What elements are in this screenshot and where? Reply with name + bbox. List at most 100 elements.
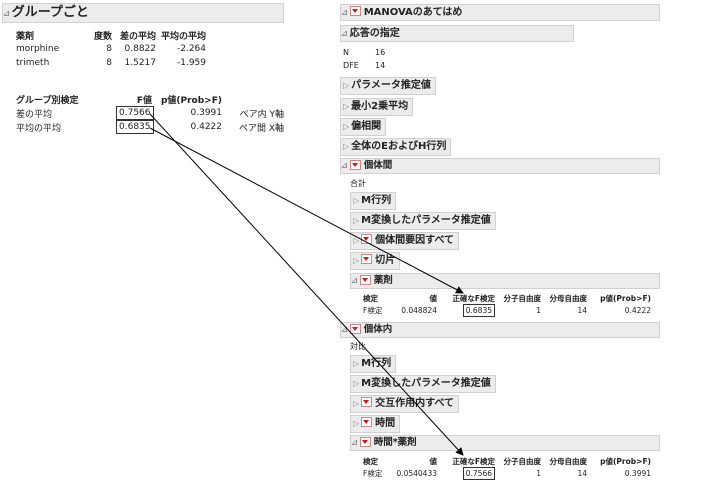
disclosure-icon[interactable]: ⊿: [351, 438, 358, 447]
col-header: 分母自由度: [549, 293, 588, 303]
col-header: グループ別検定: [16, 95, 79, 106]
collapsed-icon[interactable]: ▷: [343, 81, 350, 90]
collapsed-icon[interactable]: ▷: [353, 359, 360, 368]
red-triangle-menu-icon[interactable]: [361, 254, 373, 264]
manova-title: MANOVAのあてはめ: [363, 7, 463, 18]
cell: F検定: [363, 306, 383, 315]
within-subjects-header[interactable]: ⊿個体内: [340, 322, 660, 338]
red-triangle-menu-icon[interactable]: [361, 417, 373, 427]
section-partial-corr[interactable]: ▷偏相関: [340, 118, 387, 136]
n-value: 16: [375, 48, 386, 57]
cell: 0.0540433: [396, 469, 437, 478]
manova-header[interactable]: ⊿ MANOVAのあてはめ: [340, 4, 660, 21]
collapsed-icon[interactable]: ▷: [353, 216, 360, 225]
disclosure-icon[interactable]: ⊿: [351, 276, 358, 285]
between-m-matrix[interactable]: ▷M行列: [350, 192, 397, 210]
cell: -1.959: [176, 58, 206, 68]
cell: morphine: [16, 44, 60, 54]
red-triangle-menu-icon[interactable]: [361, 234, 373, 244]
within-m-matrix[interactable]: ▷M行列: [350, 355, 397, 373]
time-drug-test-table: 検定 値 正確なF検定 分子自由度 分母自由度 p値(Prob>F) F検定 0…: [363, 455, 651, 480]
table-row: F検定 0.048824 0.6835 1 14 0.4222: [363, 304, 651, 317]
time-drug-title: 時間*薬剤: [373, 437, 417, 448]
section-label: M変換したパラメータ推定値: [361, 215, 491, 226]
cell: ペア間 X軸: [238, 123, 284, 134]
section-param-estimates[interactable]: ▷パラメータ推定値: [340, 77, 436, 95]
section-lsmeans[interactable]: ▷最小2乗平均: [340, 98, 414, 116]
collapsed-icon[interactable]: ▷: [343, 142, 350, 151]
n-label: N: [343, 48, 349, 57]
between-title: 個体間: [363, 160, 393, 171]
cell: 0.4222: [624, 306, 651, 315]
col-header: 薬剤: [16, 31, 35, 42]
red-triangle-menu-icon[interactable]: [349, 323, 361, 334]
red-triangle-menu-icon[interactable]: [361, 397, 373, 407]
f-value-mean-box: 0.6835: [116, 120, 154, 134]
disclosure-icon[interactable]: ⊿: [341, 29, 348, 38]
col-header: 検定: [363, 456, 378, 466]
collapsed-icon[interactable]: ▷: [353, 419, 360, 428]
collapsed-icon[interactable]: ▷: [353, 256, 360, 265]
cell: 14: [577, 306, 587, 315]
col-header: 正確なF検定: [452, 456, 495, 466]
between-intercept[interactable]: ▷ 切片: [350, 252, 401, 270]
summary-table: 薬剤 度数 差の平均 平均の平均 morphine 8 0.8822 -2.26…: [16, 28, 206, 70]
within-time[interactable]: ▷ 時間: [350, 415, 401, 433]
collapsed-icon[interactable]: ▷: [343, 102, 350, 111]
cell: 1.5217: [124, 58, 157, 68]
section-label: パラメータ推定値: [351, 80, 431, 91]
col-header: 分母自由度: [549, 456, 588, 466]
section-e-h-matrix[interactable]: ▷全体のEおよびH行列: [340, 138, 452, 156]
collapsed-icon[interactable]: ▷: [353, 399, 360, 408]
col-header: F値: [136, 95, 152, 106]
disclosure-icon[interactable]: ⊿: [341, 161, 348, 170]
cell: 差の平均: [16, 109, 53, 120]
between-subjects-header[interactable]: ⊿ 個体間: [340, 158, 660, 174]
disclosure-icon[interactable]: ⊿: [341, 325, 348, 334]
cell: 14: [577, 469, 587, 478]
col-header: p値(Prob>F): [160, 95, 222, 106]
cell: 1: [536, 469, 541, 478]
col-header: 差の平均: [119, 31, 156, 42]
disclosure-icon[interactable]: ⊿: [3, 9, 10, 18]
time-drug-header[interactable]: ⊿ 時間*薬剤: [350, 435, 660, 451]
red-triangle-menu-icon[interactable]: [349, 6, 361, 16]
red-triangle-menu-icon[interactable]: [359, 274, 371, 285]
within-m-param[interactable]: ▷M変換したパラメータ推定値: [350, 375, 496, 393]
cell: 0.048824: [401, 306, 437, 315]
section-label: M行列: [361, 358, 392, 369]
group-test-table: グループ別検定 F値 p値(Prob>F) 差の平均 0.7566 0.3991…: [16, 92, 284, 134]
disclosure-icon[interactable]: ⊿: [341, 8, 348, 17]
table-row: morphine 8 0.8822 -2.264: [16, 42, 206, 56]
cell: 0.8822: [124, 44, 157, 54]
col-header: 平均の平均: [160, 31, 206, 42]
dfe-value: 14: [375, 61, 386, 70]
section-label: 切片: [375, 255, 396, 266]
red-triangle-menu-icon[interactable]: [359, 436, 371, 447]
response-spec-header[interactable]: ⊿応答の指定: [340, 25, 574, 42]
section-label: 時間: [375, 418, 396, 429]
between-all-factors[interactable]: ▷個体間要因すべて: [350, 232, 460, 250]
between-m-param[interactable]: ▷M変換したパラメータ推定値: [350, 212, 496, 230]
drug-exact-f-box: 0.6835: [462, 304, 495, 317]
within-all-interactions[interactable]: ▷ 交互作用内すべて: [350, 395, 460, 413]
cell: 1: [536, 306, 541, 315]
collapsed-icon[interactable]: ▷: [353, 196, 360, 205]
dfe-label: DFE: [343, 61, 359, 70]
col-header: p値(Prob>F): [600, 293, 651, 303]
red-triangle-menu-icon[interactable]: [349, 159, 361, 170]
drug-header[interactable]: ⊿薬剤: [350, 273, 660, 289]
collapsed-icon[interactable]: ▷: [353, 379, 360, 388]
collapsed-icon[interactable]: ▷: [343, 122, 350, 131]
cell: 8: [106, 44, 112, 54]
response-spec-title: 応答の指定: [349, 28, 400, 39]
section-label: 交互作用内すべて: [375, 398, 455, 409]
col-header: 正確なF検定: [452, 293, 495, 303]
within-sub-label: 対比: [350, 342, 366, 351]
collapsed-icon[interactable]: ▷: [353, 236, 360, 245]
col-header: 分子自由度: [503, 456, 542, 466]
left-panel-header[interactable]: ⊿グループごと: [2, 3, 284, 23]
table-row: trimeth 8 1.5217 -1.959: [16, 56, 206, 70]
drug-test-table: 検定 値 正確なF検定 分子自由度 分母自由度 p値(Prob>F) F検定 0…: [363, 292, 651, 317]
col-header: 値: [429, 456, 438, 466]
